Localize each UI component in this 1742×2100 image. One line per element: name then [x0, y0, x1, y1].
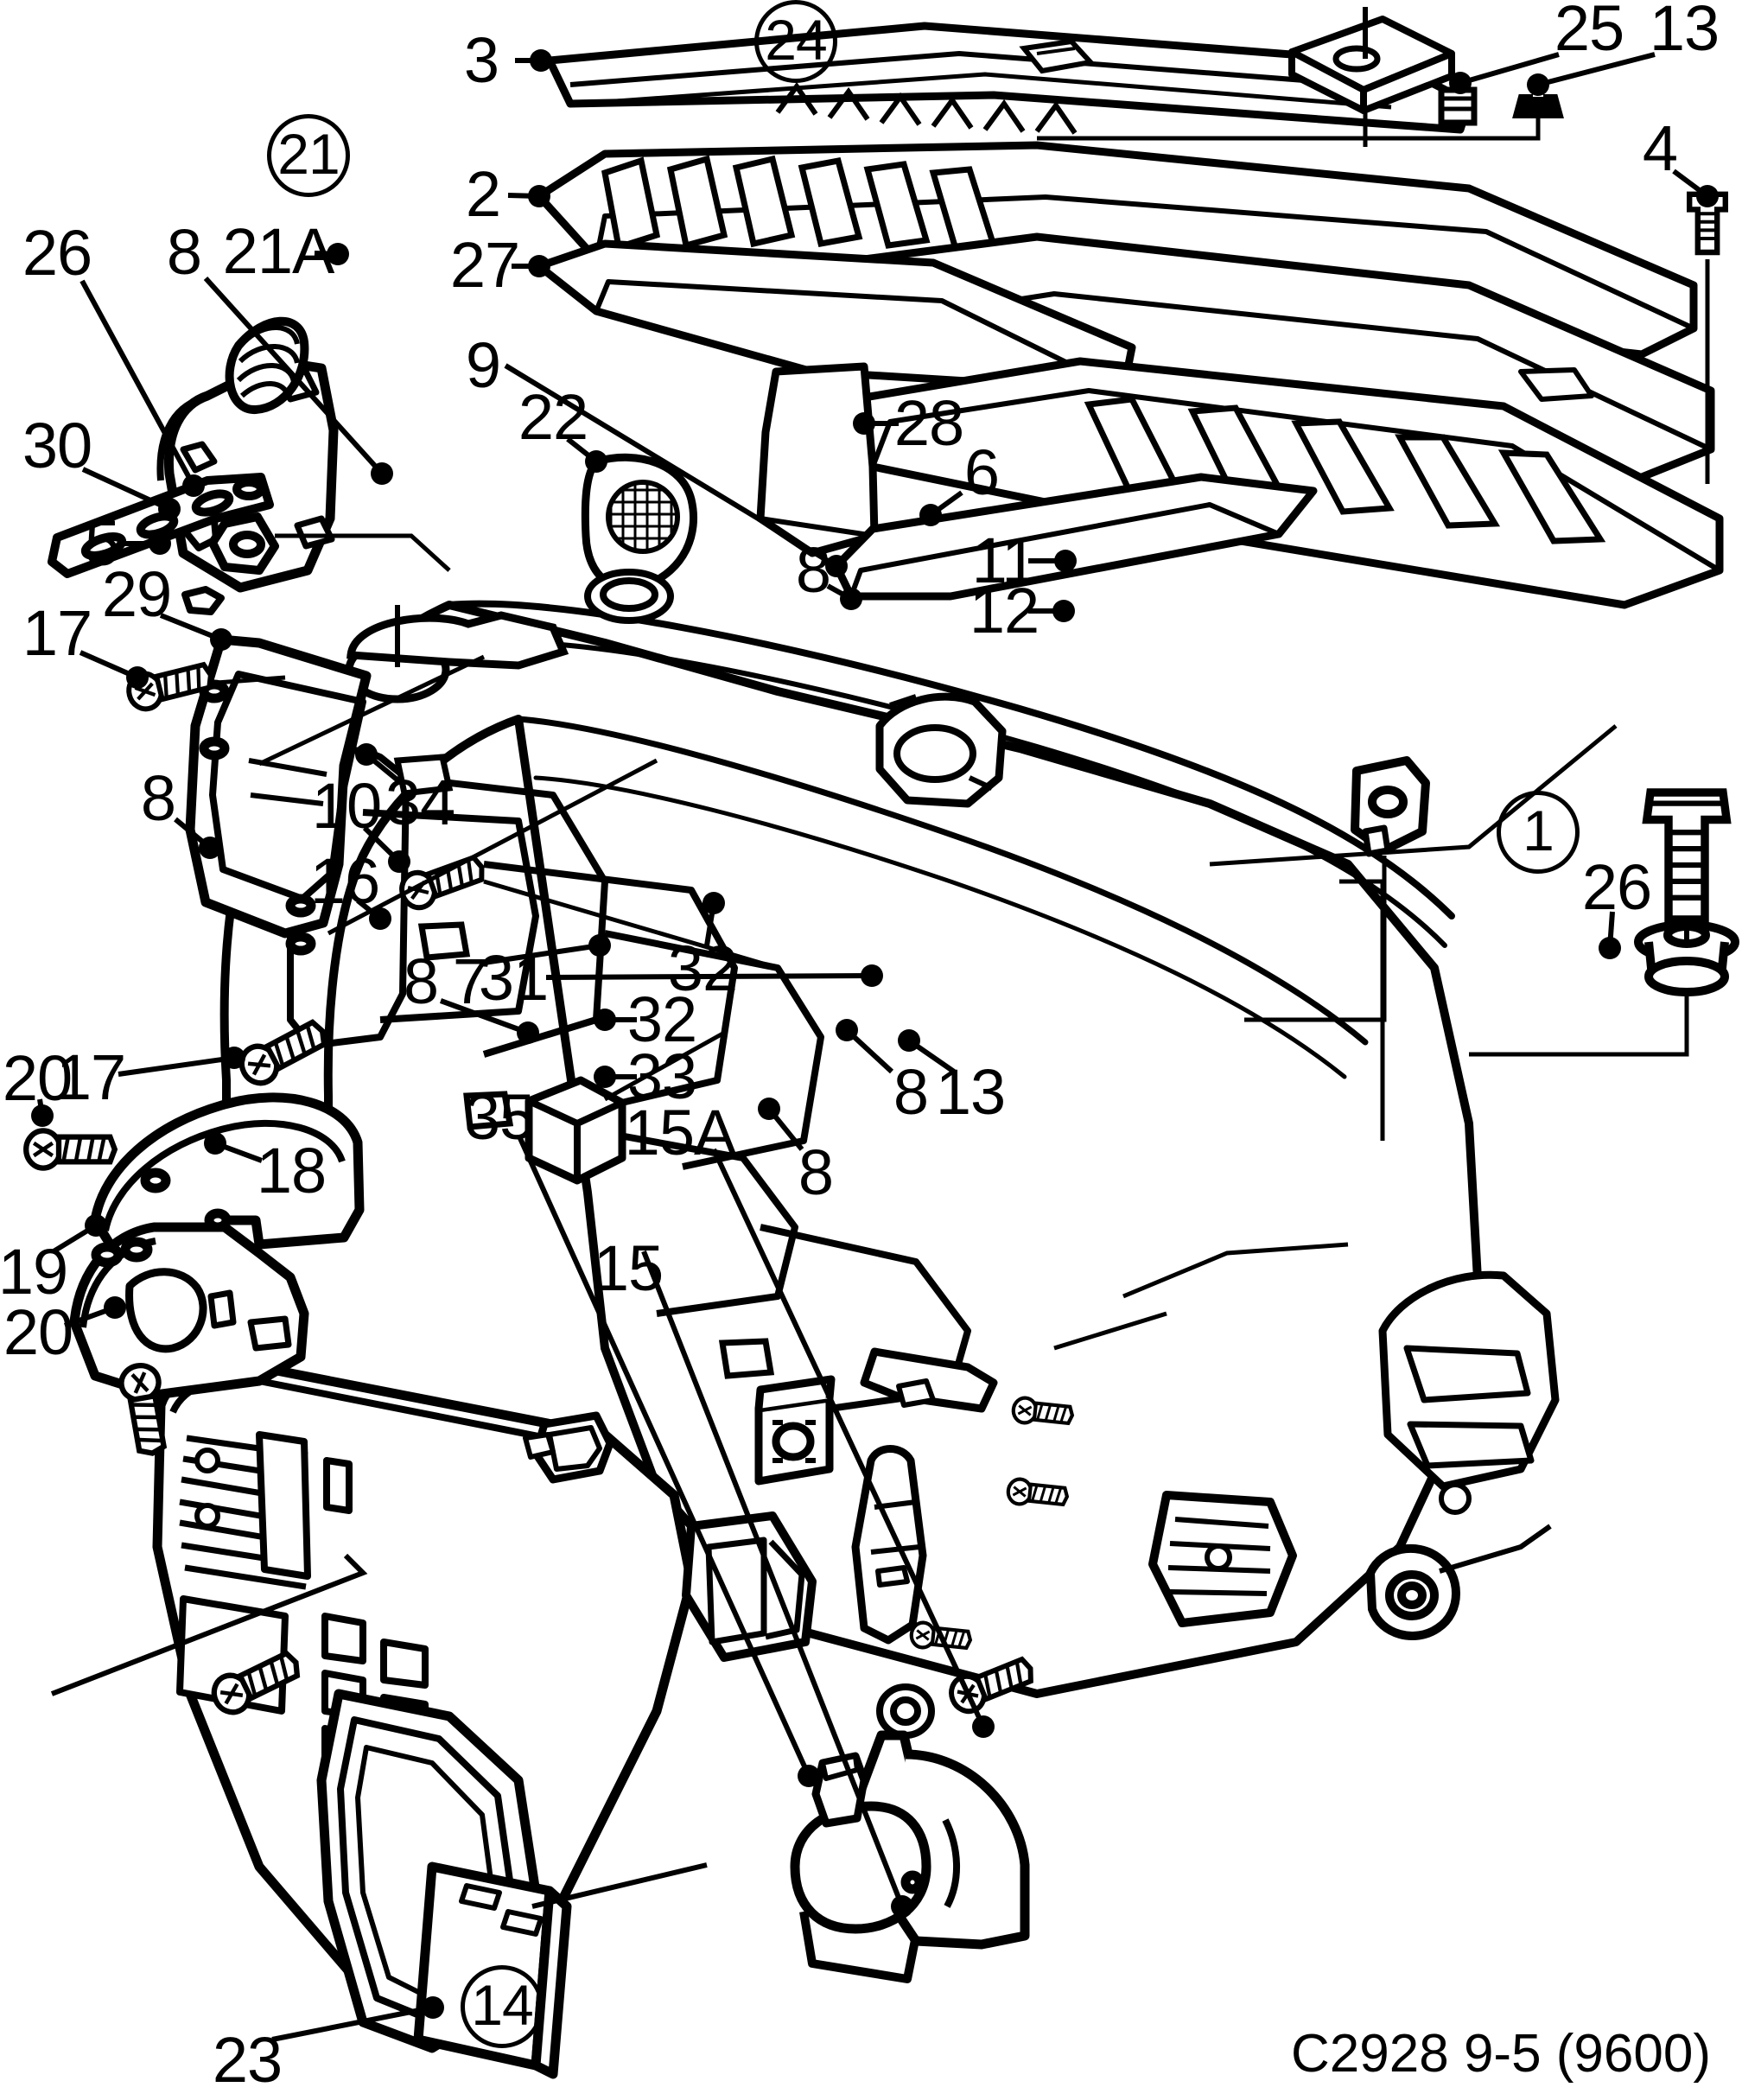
- callout-number-8: 8: [893, 1056, 929, 1128]
- callout-number-18: 18: [256, 1135, 327, 1206]
- callout-number-4: 4: [1642, 112, 1678, 184]
- callout-number-35: 35: [464, 1081, 535, 1153]
- callout-number-17: 17: [22, 597, 92, 669]
- callout-number-32: 32: [667, 932, 738, 1004]
- callout-number-15A: 15A: [624, 1097, 737, 1168]
- callout-number-5: 5: [84, 507, 120, 579]
- callout-number: 21: [277, 122, 340, 186]
- callout-number-27: 27: [449, 229, 520, 301]
- callout-number-30: 30: [22, 410, 92, 481]
- callout-number-8: 8: [166, 216, 202, 288]
- callout-number-8: 8: [798, 1136, 834, 1208]
- callout-number: 14: [471, 1973, 533, 2037]
- callout-number-3: 3: [463, 24, 499, 96]
- callout-circle-14: 14: [461, 1965, 544, 2048]
- callout-number-15: 15: [593, 1232, 664, 1304]
- callout-number-8: 8: [795, 534, 831, 606]
- callout-number-21A: 21A: [222, 215, 335, 287]
- callout-number-16: 16: [309, 845, 380, 917]
- callout-circle-24: 24: [754, 0, 837, 83]
- callout-number-19: 19: [0, 1236, 68, 1308]
- callout-number-8: 8: [403, 945, 439, 1017]
- callout-number-26: 26: [1581, 851, 1652, 923]
- callout-number-22: 22: [518, 381, 588, 453]
- callout-number-12: 12: [969, 575, 1039, 646]
- callout-number-33: 33: [626, 1040, 697, 1112]
- callout-number-20: 20: [3, 1296, 73, 1368]
- callout-number-13: 13: [1649, 0, 1720, 64]
- callout-number-13: 13: [935, 1056, 1006, 1128]
- callout-number-20: 20: [2, 1042, 73, 1114]
- callout-circle-1: 1: [1497, 791, 1580, 874]
- callout-number-9: 9: [465, 329, 501, 401]
- callout-number-31: 31: [478, 942, 549, 1014]
- callout-number-8: 8: [140, 762, 176, 834]
- callout-number-25: 25: [1554, 0, 1624, 64]
- callout-number-2: 2: [465, 158, 501, 230]
- callout-number-10: 10: [311, 770, 382, 842]
- callout-number-17: 17: [55, 1041, 126, 1113]
- callout-number-11: 11: [971, 525, 1038, 596]
- callout-number-34: 34: [385, 767, 455, 838]
- callout-number: 1: [1523, 799, 1554, 862]
- callout-number-32: 32: [626, 983, 697, 1055]
- callout-number: 24: [765, 8, 827, 72]
- callout-number-26: 26: [22, 217, 92, 289]
- diagram-caption: C2928 9-5 (9600): [1291, 2024, 1711, 2084]
- callout-circle-21: 21: [267, 114, 350, 197]
- callout-number-6: 6: [963, 436, 1000, 508]
- callout-number-23: 23: [212, 2024, 283, 2096]
- callout-number-7: 7: [452, 945, 488, 1017]
- callout-number-29: 29: [101, 558, 172, 630]
- callout-number-28: 28: [893, 387, 964, 459]
